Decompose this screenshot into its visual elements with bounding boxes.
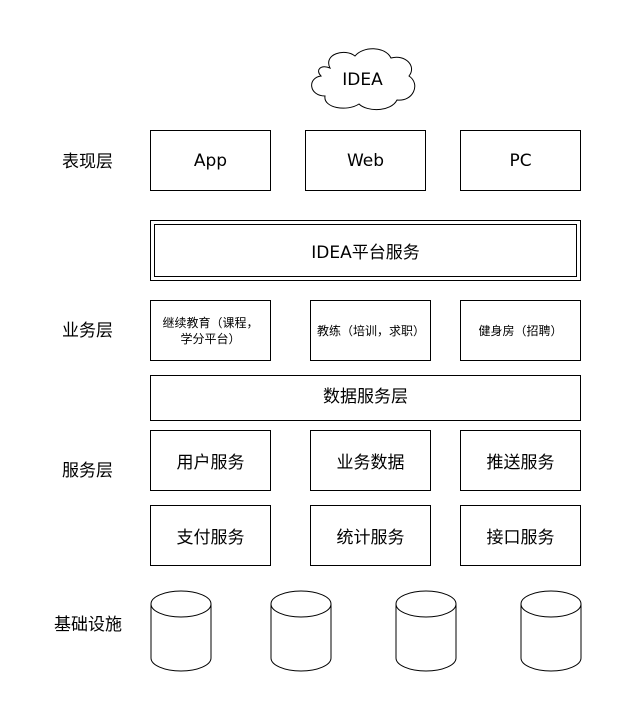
cloud-label: IDEA [342,70,383,90]
layer-label-service: 服务层 [62,461,113,481]
layer-label-infrastructure: 基础设施 [54,615,122,635]
presentation-box-web: Web [305,130,426,191]
business-box-coach: 教练（培训，求职） [310,300,431,361]
presentation-box-app: App [150,130,271,191]
business-box-continuing-education: 继续教育（课程，学分平台） [150,300,271,361]
layer-label-presentation: 表现层 [62,152,113,172]
data-service-layer-box: 数据服务层 [150,375,581,421]
database-cylinder-4 [520,590,582,672]
business-box-gym: 健身房（招聘） [460,300,581,361]
service-box-interface: 接口服务 [460,505,581,566]
database-cylinder-1 [150,590,212,672]
presentation-box-pc: PC [460,130,581,191]
service-box-payment: 支付服务 [150,505,271,566]
database-cylinder-3 [395,590,457,672]
service-box-business-data: 业务数据 [310,430,431,491]
database-cylinder-2 [270,590,332,672]
layer-label-business: 业务层 [62,321,113,341]
service-box-statistics: 统计服务 [310,505,431,566]
service-box-user: 用户服务 [150,430,271,491]
platform-box: IDEA平台服务 [150,220,581,281]
service-box-push: 推送服务 [460,430,581,491]
platform-label: IDEA平台服务 [311,243,420,263]
cloud-shape [311,48,416,110]
